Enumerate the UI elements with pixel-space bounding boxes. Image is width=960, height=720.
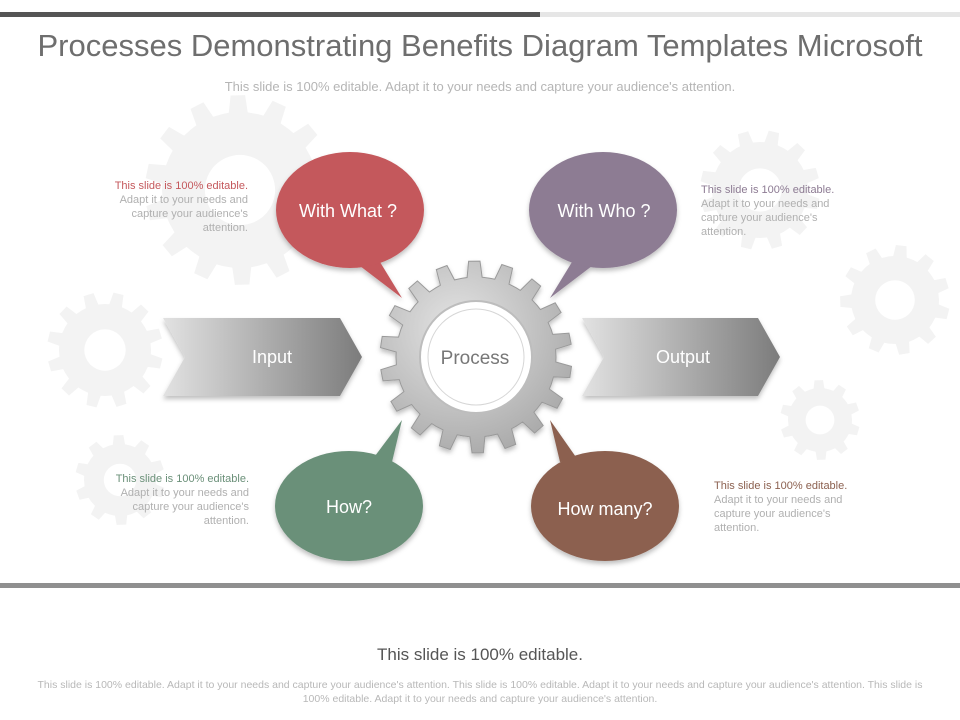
output-label: Output <box>656 347 710 367</box>
output-arrow <box>582 318 780 396</box>
note-bottom-right: This slide is 100% editable. Adapt it to… <box>714 479 874 535</box>
bubble-with-what-label: With What ? <box>299 201 397 221</box>
bubble-how-label: How? <box>326 497 372 517</box>
note-bottom-left-head: This slide is 100% editable. <box>115 473 249 485</box>
note-bottom-right-head: This slide is 100% editable. <box>714 480 848 492</box>
process-label: Process <box>441 348 510 369</box>
note-bottom-left: This slide is 100% editable. Adapt it to… <box>89 472 249 528</box>
input-arrow <box>163 318 362 396</box>
bubble-how-many <box>531 420 679 561</box>
note-bottom-right-body: Adapt it to your needs and capture your … <box>714 494 843 534</box>
page-title: Processes Demonstrating Benefits Diagram… <box>37 28 923 63</box>
bubble-how-many-label: How many? <box>557 499 652 519</box>
bubble-with-who-label: With Who ? <box>557 201 650 221</box>
note-top-left-head: This slide is 100% editable. <box>114 180 248 192</box>
input-label: Input <box>252 347 292 367</box>
bubble-with-what <box>276 152 424 298</box>
footer-title: This slide is 100% editable. <box>376 645 583 664</box>
page-subtitle: This slide is 100% editable. Adapt it to… <box>224 79 736 94</box>
background-gears <box>47 95 950 525</box>
process-gear <box>379 260 573 454</box>
bubble-with-who <box>529 152 677 298</box>
note-top-right-head: This slide is 100% editable. <box>701 184 835 196</box>
note-top-right: This slide is 100% editable. Adapt it to… <box>701 183 861 239</box>
note-top-left-body: Adapt it to your needs and capture your … <box>119 194 248 234</box>
top-progress-bar-fill <box>0 12 540 17</box>
note-top-left: This slide is 100% editable. Adapt it to… <box>88 179 248 235</box>
bubble-how <box>275 420 423 561</box>
footer-text: This slide is 100% editable. Adapt it to… <box>37 679 923 705</box>
note-top-right-body: Adapt it to your needs and capture your … <box>701 198 830 238</box>
note-bottom-left-body: Adapt it to your needs and capture your … <box>120 487 249 527</box>
section-divider <box>0 583 960 588</box>
top-progress-bar <box>0 12 960 17</box>
